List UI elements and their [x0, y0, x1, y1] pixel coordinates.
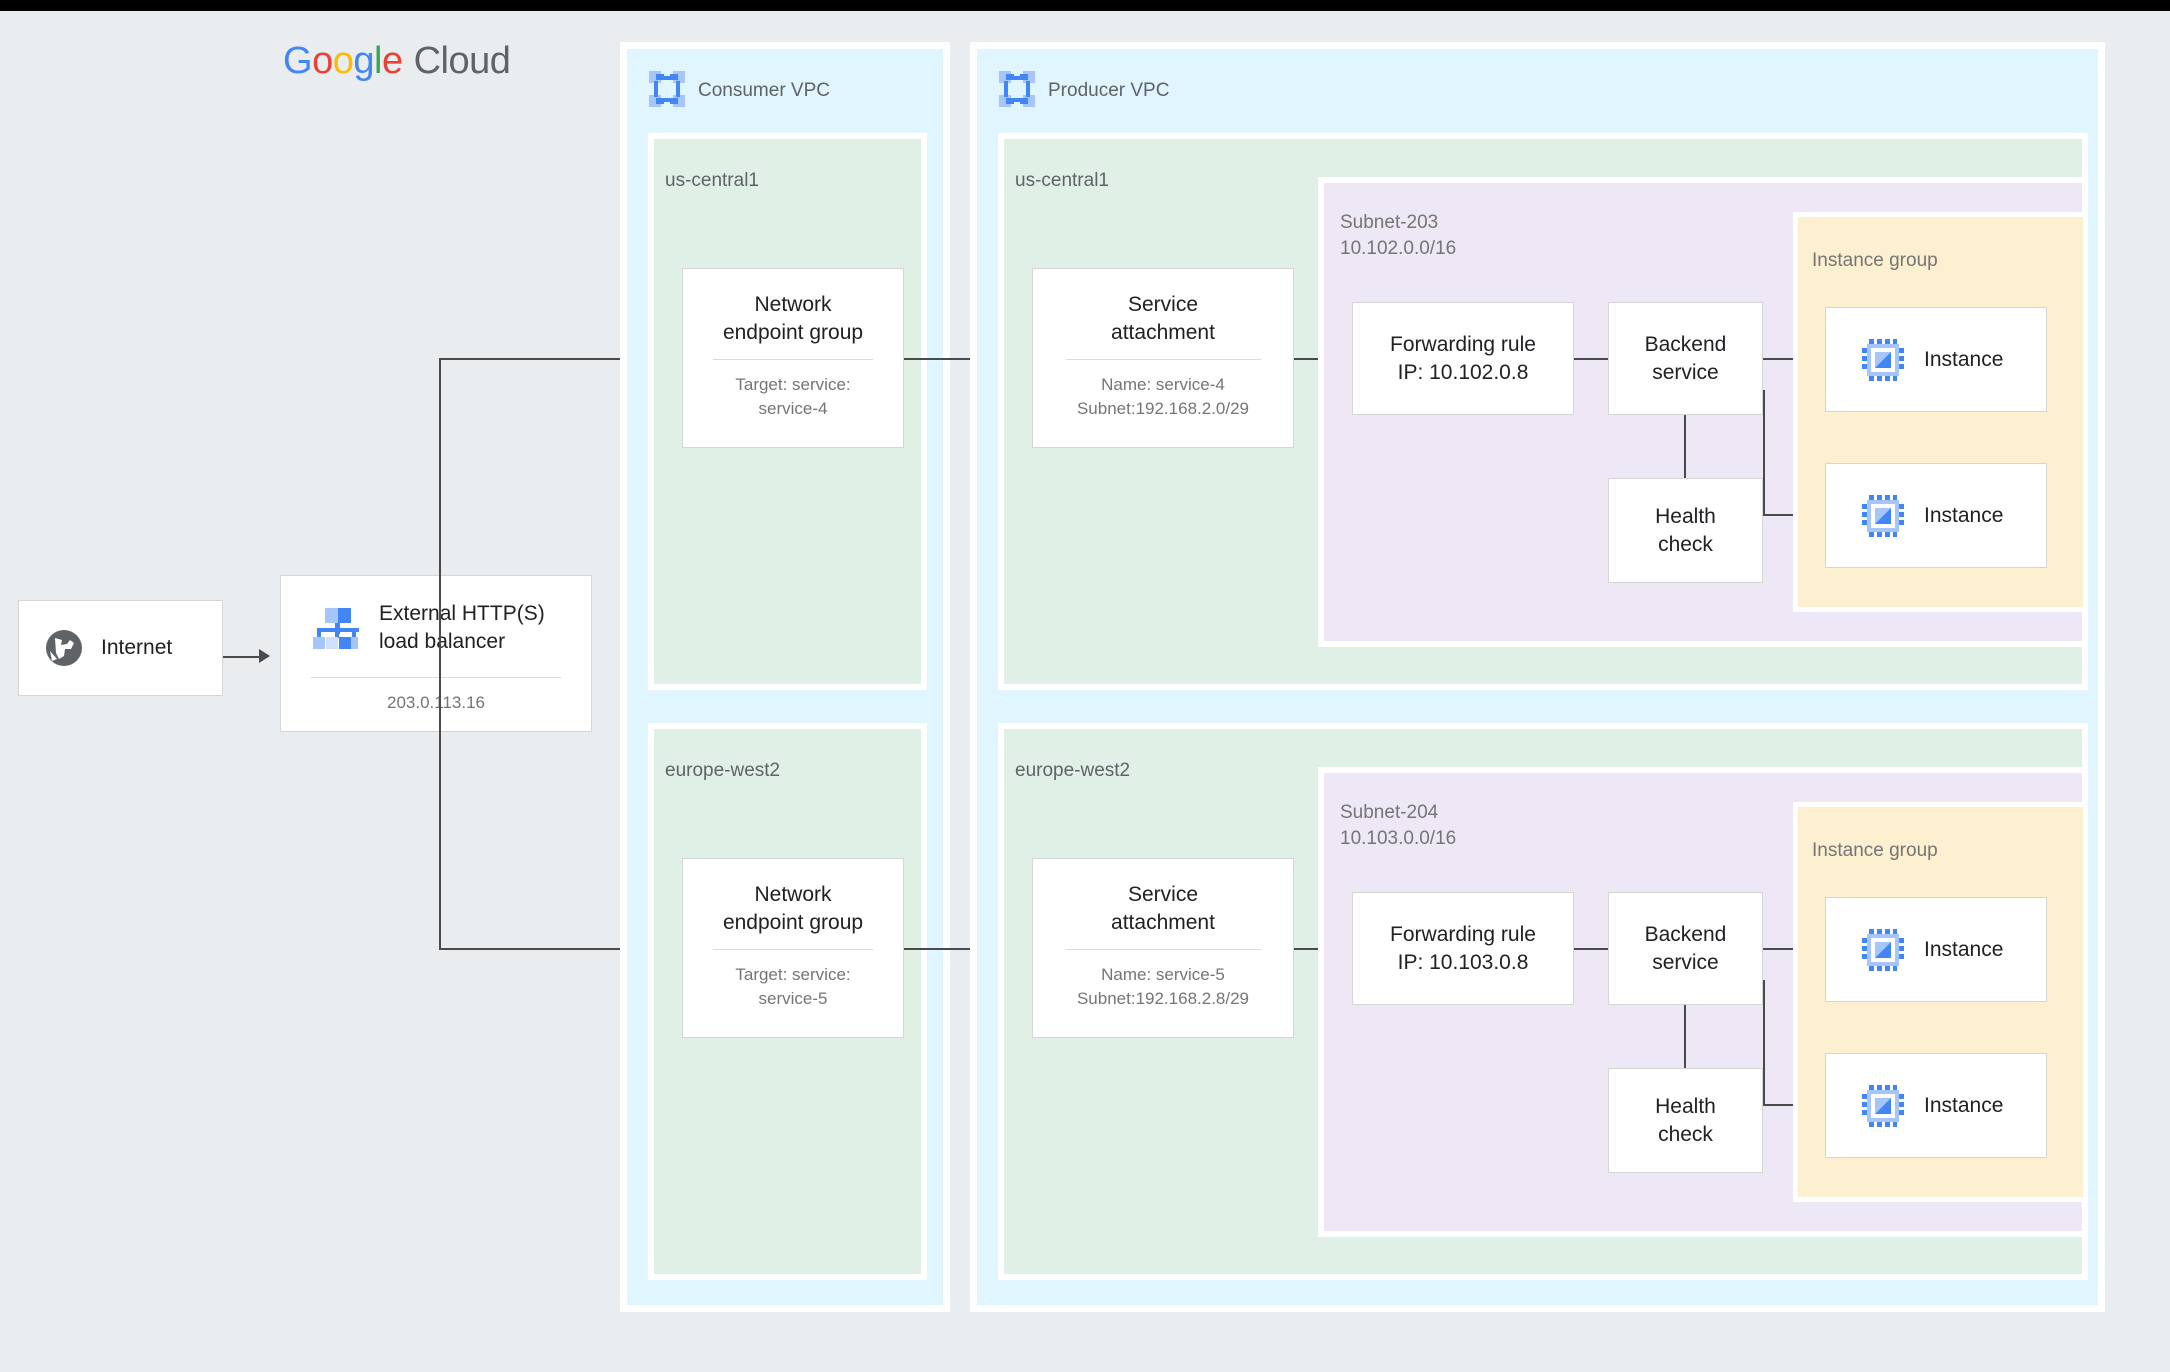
connector-bs-elbow-vert-top — [1763, 390, 1765, 515]
consumer-vpc-icon — [648, 70, 686, 108]
instance-1-us-central1[interactable]: Instance — [1825, 307, 2047, 412]
instance-1-label-us-central1: Instance — [1924, 347, 2004, 371]
connector-neg-to-sa-top — [904, 358, 1032, 360]
instance-2-label-europe-west2: Instance — [1924, 1093, 2004, 1117]
health-check-europe-west2[interactable]: Health check — [1608, 1068, 1763, 1173]
neg-title-us-central1: Network endpoint group — [722, 293, 864, 344]
neg-target-europe-west2: Target: service: service-5 — [735, 965, 851, 1008]
bs-title-us-central1: Backend service — [1644, 332, 1727, 384]
connector-bs-to-hc-bottom — [1684, 1005, 1686, 1068]
load-balancer-title: External HTTP(S) load balancer — [379, 602, 545, 653]
arrowhead-internet-to-lb — [259, 649, 270, 663]
neg-title-europe-west2: Network endpoint group — [722, 883, 864, 934]
internet-node[interactable]: Internet — [18, 600, 223, 696]
service-attachment-europe-west2[interactable]: Service attachment Name: service-5 Subne… — [1032, 858, 1294, 1038]
sa-divider-us-central1 — [1065, 359, 1261, 361]
hc-title-us-central1: Health check — [1655, 504, 1716, 556]
internet-label: Internet — [101, 636, 173, 659]
connector-bs-to-inst1-bottom — [1763, 948, 1807, 950]
instance-1-label-europe-west2: Instance — [1924, 937, 2004, 961]
cpu-chip-icon — [1862, 494, 1904, 537]
producer-vpc-icon — [998, 70, 1036, 108]
connector-bs-elbow-vert-bottom — [1763, 980, 1765, 1105]
instance-group-label-us-central1: Instance group — [1812, 250, 1938, 271]
network-endpoint-group-europe-west2[interactable]: Network endpoint group Target: service: … — [682, 858, 904, 1038]
cpu-chip-icon — [1862, 928, 1904, 971]
logo-letter-g2: g — [353, 40, 374, 82]
backend-service-us-central1[interactable]: Backend service — [1608, 302, 1763, 415]
sa-divider-europe-west2 — [1065, 949, 1261, 951]
connector-bs-elbow-horiz-top — [1763, 390, 1765, 392]
logo-word-cloud: Cloud — [413, 40, 511, 82]
top-black-bar — [0, 0, 2170, 11]
load-balancer-ip: 203.0.113.16 — [387, 693, 485, 713]
sa-details-us-central1: Name: service-4 Subnet:192.168.2.0/29 — [1076, 375, 1250, 418]
cpu-chip-icon — [1862, 1084, 1904, 1127]
logo-letter-o1: o — [312, 40, 333, 82]
logo-letter-e: e — [381, 40, 403, 82]
connector-lb-to-neg-top — [439, 358, 662, 360]
subnet-204-label: Subnet-204 10.103.0.0/16 — [1340, 802, 1457, 849]
neg-target-us-central1: Target: service: service-4 — [735, 375, 851, 418]
neg-divider-us-central1 — [713, 359, 873, 361]
connector-bs-to-inst2-bottom — [1763, 1104, 1807, 1106]
consumer-region-label-europe-west2: europe-west2 — [665, 760, 781, 781]
connector-internet-to-lb — [223, 656, 261, 658]
connector-lb-to-neg-bottom — [439, 948, 662, 950]
fr-title-europe-west2: Forwarding rule IP: 10.103.0.8 — [1390, 922, 1536, 974]
connector-bs-to-inst1-top — [1763, 358, 1807, 360]
cpu-chip-icon — [1862, 338, 1904, 381]
bs-title-europe-west2: Backend service — [1644, 922, 1727, 974]
service-attachment-us-central1[interactable]: Service attachment Name: service-4 Subne… — [1032, 268, 1294, 448]
hc-title-europe-west2: Health check — [1655, 1094, 1716, 1146]
health-check-us-central1[interactable]: Health check — [1608, 478, 1763, 583]
backend-service-europe-west2[interactable]: Backend service — [1608, 892, 1763, 1005]
forwarding-rule-us-central1[interactable]: Forwarding rule IP: 10.102.0.8 — [1352, 302, 1574, 415]
consumer-region-label-us-central1: us-central1 — [665, 170, 759, 191]
connector-bs-to-inst2-top — [1763, 514, 1807, 516]
producer-vpc-label: Producer VPC — [1048, 80, 1170, 101]
network-endpoint-group-us-central1[interactable]: Network endpoint group Target: service: … — [682, 268, 904, 448]
instance-2-label-us-central1: Instance — [1924, 503, 2004, 527]
neg-divider-europe-west2 — [713, 949, 873, 951]
logo-letter-g: G — [283, 40, 313, 82]
load-balancer-icon — [311, 606, 359, 650]
connector-bs-to-hc-top — [1684, 415, 1686, 478]
external-http-load-balancer[interactable]: External HTTP(S) load balancer 203.0.113… — [280, 575, 592, 732]
instance-2-us-central1[interactable]: Instance — [1825, 463, 2047, 568]
subnet-203-label: Subnet-203 10.102.0.0/16 — [1340, 212, 1457, 259]
globe-icon — [45, 629, 83, 667]
connector-lb-spine — [439, 358, 441, 949]
lb-divider — [311, 677, 561, 679]
forwarding-rule-europe-west2[interactable]: Forwarding rule IP: 10.103.0.8 — [1352, 892, 1574, 1005]
sa-title-us-central1: Service attachment — [1111, 293, 1215, 344]
connector-fr-to-bs-top — [1574, 358, 1613, 360]
instance-group-label-europe-west2: Instance group — [1812, 840, 1938, 861]
producer-region-label-europe-west2: europe-west2 — [1015, 760, 1131, 781]
instance-2-europe-west2[interactable]: Instance — [1825, 1053, 2047, 1158]
sa-title-europe-west2: Service attachment — [1111, 883, 1215, 934]
fr-title-us-central1: Forwarding rule IP: 10.102.0.8 — [1390, 332, 1536, 384]
sa-details-europe-west2: Name: service-5 Subnet:192.168.2.8/29 — [1076, 965, 1250, 1008]
instance-1-europe-west2[interactable]: Instance — [1825, 897, 2047, 1002]
logo-letter-l: l — [373, 40, 382, 82]
connector-neg-to-sa-bottom — [904, 948, 1032, 950]
producer-region-label-us-central1: us-central1 — [1015, 170, 1109, 191]
logo-letter-o2: o — [332, 40, 354, 82]
connector-fr-to-bs-bottom — [1574, 948, 1613, 950]
consumer-vpc-label: Consumer VPC — [698, 80, 830, 101]
